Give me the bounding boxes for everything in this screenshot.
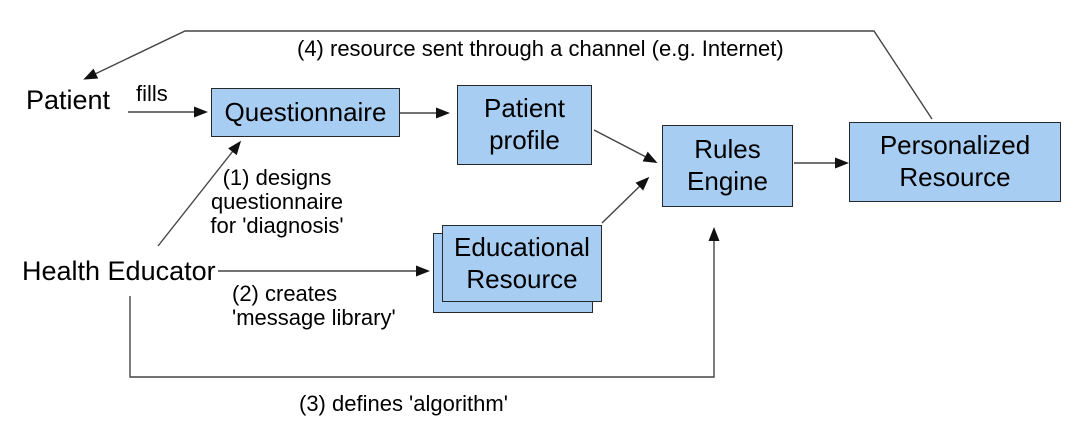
edge-label-step3-defines-algorithm: (3) defines 'algorithm' <box>299 391 508 416</box>
node-educational-resource: Educational Resource <box>442 225 602 302</box>
arrow-health-educator-to-questionnaire <box>157 140 242 247</box>
actor-health-educator-label: Health Educator <box>22 256 216 286</box>
edge-label-step4-resource-sent-channel: (4) resource sent through a channel (e.g… <box>297 36 784 61</box>
arrow-educational-resource-to-rules-engine <box>601 176 650 224</box>
arrow-patient-profile-to-rules-engine <box>593 129 658 163</box>
actor-patient-label: Patient <box>26 85 111 115</box>
node-patient-profile: Patient profile <box>457 85 592 165</box>
node-personalized-resource: Personalized Resource <box>849 122 1061 202</box>
edge-label-step1-designs-questionnaire: (1) designs questionnaire for 'diagnosis… <box>210 165 344 238</box>
edge-label-step2-creates-message-library: (2) creates 'message library' <box>232 281 396 330</box>
node-questionnaire: Questionnaire <box>211 88 400 137</box>
arrow-personalized-resource-to-patient-channel <box>83 30 933 120</box>
edge-label-fills: fills <box>136 81 168 106</box>
node-rules-engine: Rules Engine <box>662 125 793 207</box>
arrow-health-educator-to-rules-engine <box>129 227 720 378</box>
